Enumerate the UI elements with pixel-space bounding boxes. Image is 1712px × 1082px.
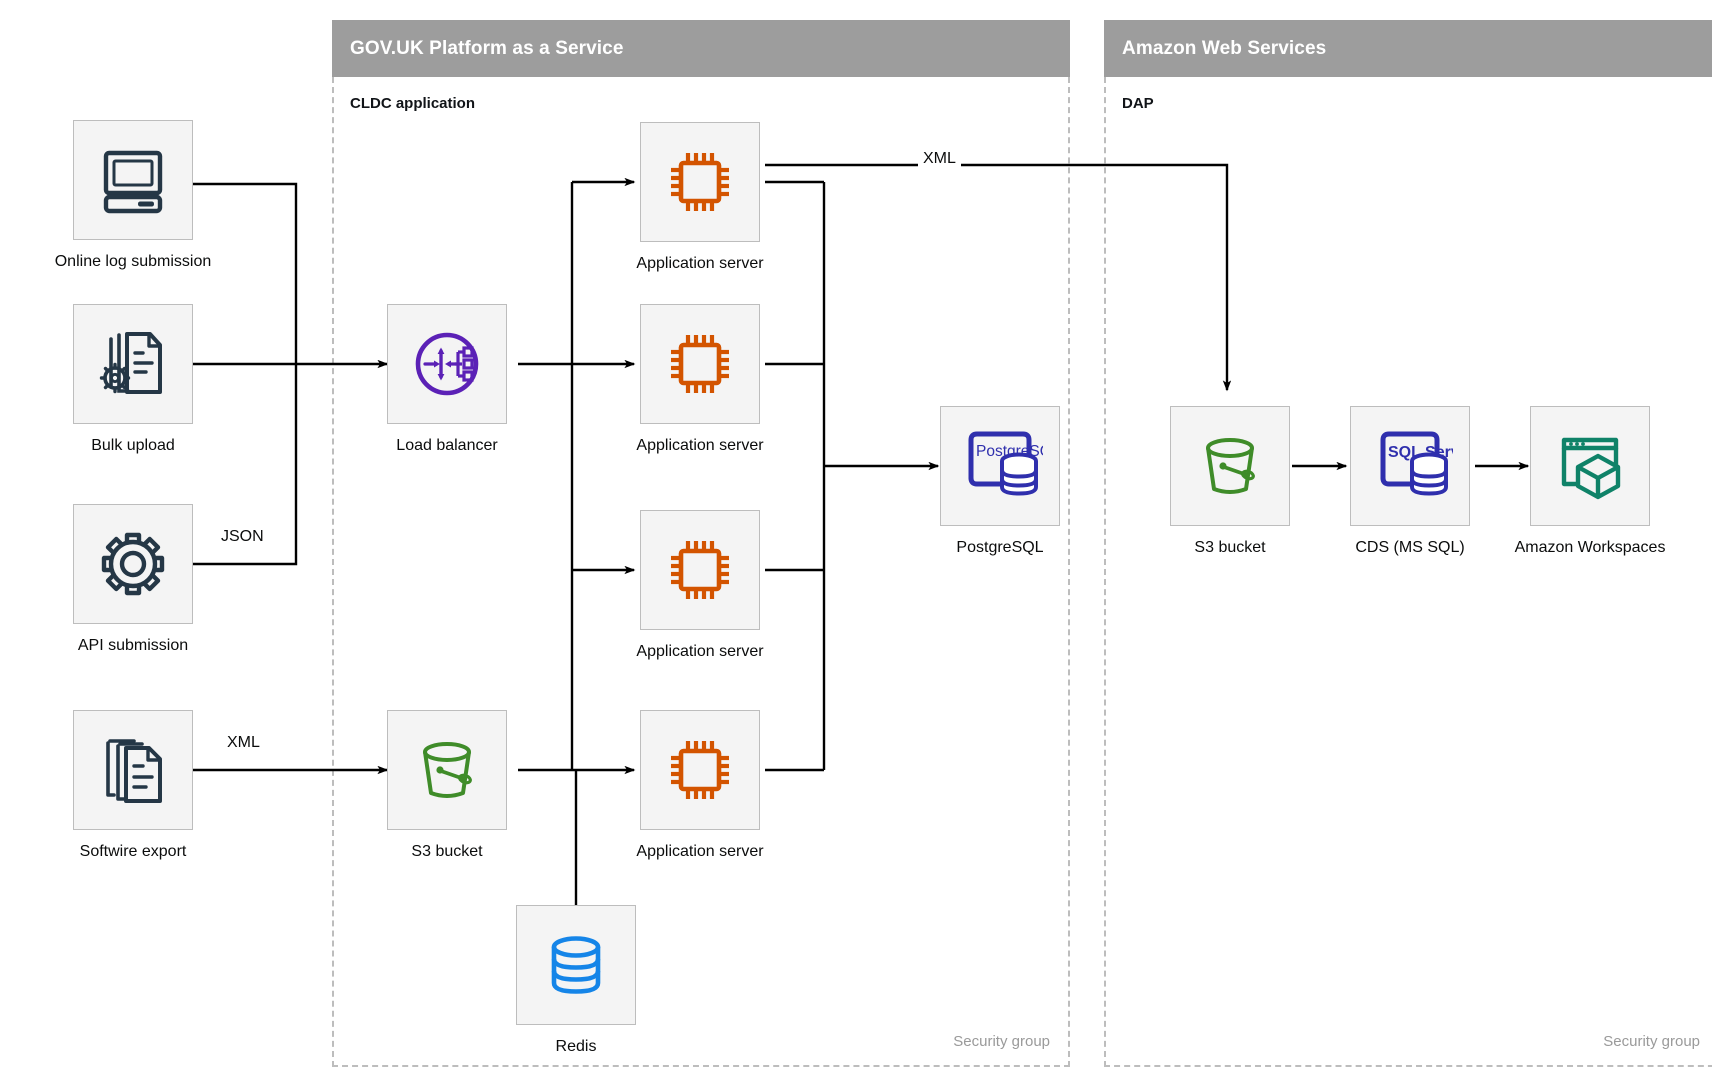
node-label-cds-ms-sql: CDS (MS SQL): [1355, 539, 1465, 556]
node-softwire-export[interactable]: Softwire export: [73, 710, 193, 860]
desktop-computer-icon: [73, 120, 193, 240]
node-label-paas-s3-bucket: S3 bucket: [411, 843, 483, 860]
node-label-api-submission: API submission: [77, 637, 189, 654]
postgresql-database-icon: PostgreSQL: [940, 406, 1060, 526]
node-api-submission[interactable]: API submission: [73, 504, 193, 654]
node-label-aws-s3-bucket: S3 bucket: [1194, 539, 1266, 556]
node-label-postgresql: PostgreSQL: [956, 539, 1044, 556]
edge-label-json: JSON: [216, 528, 269, 546]
dashed-region-paas: [332, 77, 1070, 1067]
node-load-balancer[interactable]: Load balancer: [387, 304, 507, 454]
edge-label-xml-softwire: XML: [222, 734, 265, 752]
cpu-chip-icon: [640, 510, 760, 630]
node-postgresql[interactable]: PostgreSQL PostgreSQL: [940, 406, 1060, 556]
s3-bucket-icon: [387, 710, 507, 830]
node-label-bulk-upload: Bulk upload: [91, 437, 175, 454]
node-app-server-3[interactable]: Application server: [636, 510, 764, 660]
node-label-app-server-4: Application server: [636, 843, 764, 860]
redis-database-icon: [516, 905, 636, 1025]
stacked-documents-icon: [73, 710, 193, 830]
s3-bucket-icon: [1170, 406, 1290, 526]
sql-server-database-icon: SQL Server: [1350, 406, 1470, 526]
security-group-label-paas: Security group: [953, 1033, 1050, 1050]
cpu-chip-icon: [640, 710, 760, 830]
node-app-server-2[interactable]: Application server: [636, 304, 764, 454]
dashed-region-aws: [1104, 77, 1712, 1067]
node-redis[interactable]: Redis: [516, 905, 636, 1055]
node-aws-s3-bucket[interactable]: S3 bucket: [1170, 406, 1290, 556]
cpu-chip-icon: [640, 122, 760, 242]
node-paas-s3-bucket[interactable]: S3 bucket: [387, 710, 507, 860]
group-header-aws-label: Amazon Web Services: [1122, 37, 1327, 59]
amazon-workspaces-icon: [1530, 406, 1650, 526]
node-online-log-submission[interactable]: Online log submission: [55, 120, 211, 270]
load-balancer-icon: [387, 304, 507, 424]
group-header-paas: GOV.UK Platform as a Service: [332, 20, 1070, 77]
node-label-app-server-3: Application server: [636, 643, 764, 660]
node-label-load-balancer: Load balancer: [396, 437, 498, 454]
sub-label-cldc-application: CLDC application: [350, 95, 476, 112]
cpu-chip-icon: [640, 304, 760, 424]
group-header-paas-label: GOV.UK Platform as a Service: [350, 37, 624, 59]
node-label-app-server-2: Application server: [636, 437, 764, 454]
node-label-redis: Redis: [555, 1038, 597, 1055]
node-app-server-1[interactable]: Application server: [636, 122, 764, 272]
node-app-server-4[interactable]: Application server: [636, 710, 764, 860]
node-bulk-upload[interactable]: Bulk upload: [73, 304, 193, 454]
sub-label-dap: DAP: [1122, 95, 1154, 112]
node-label-softwire-export: Softwire export: [79, 843, 187, 860]
node-amazon-workspaces[interactable]: Amazon Workspaces: [1515, 406, 1665, 556]
node-label-app-server-1: Application server: [636, 255, 764, 272]
documents-gear-icon: [73, 304, 193, 424]
node-cds-ms-sql[interactable]: SQL Server CDS (MS SQL): [1350, 406, 1470, 556]
node-label-amazon-workspaces: Amazon Workspaces: [1514, 539, 1666, 556]
group-header-aws: Amazon Web Services: [1104, 20, 1712, 77]
security-group-label-aws: Security group: [1603, 1033, 1700, 1050]
node-label-online-log-submission: Online log submission: [54, 253, 212, 270]
edge-label-xml-to-aws: XML: [918, 150, 961, 168]
gear-icon: [73, 504, 193, 624]
